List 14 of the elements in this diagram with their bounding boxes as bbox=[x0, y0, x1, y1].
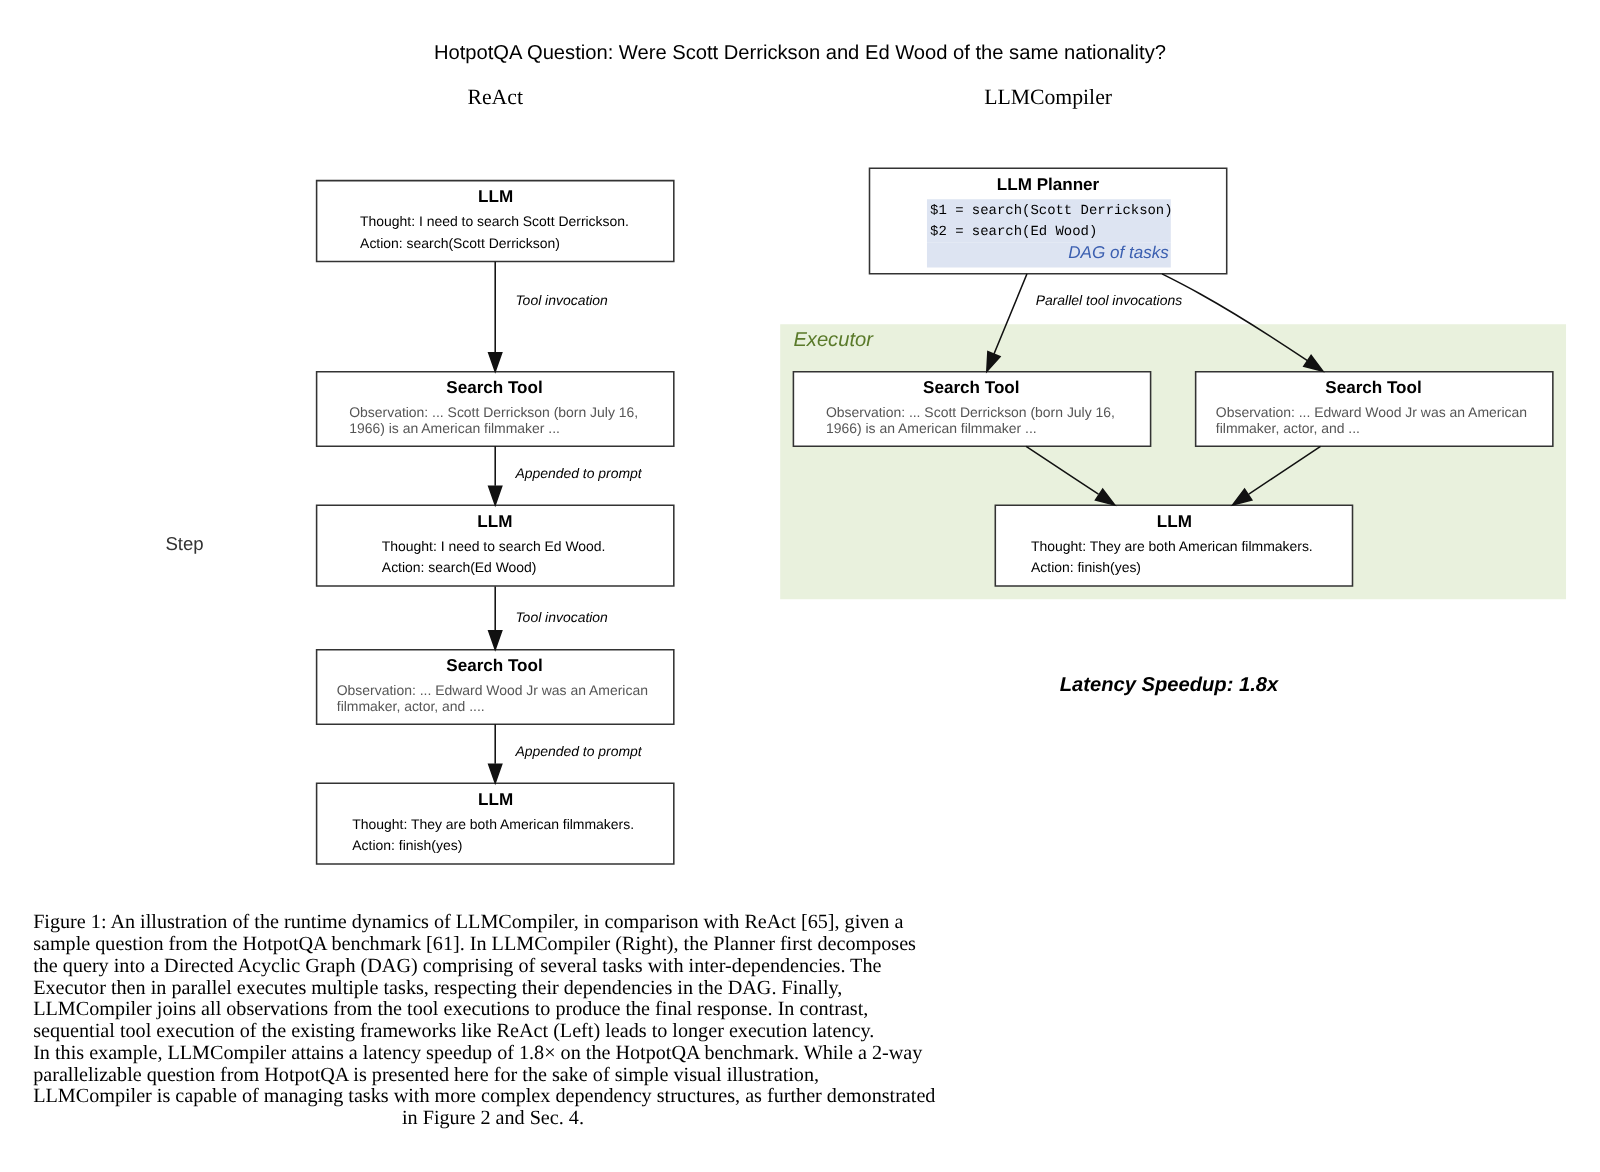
arrow bbox=[1161, 273, 1325, 373]
diagram-title: HotpotQA Question: Were Scott Derrickson and Ed Wood of the same nationality? bbox=[434, 42, 1166, 65]
arrow bbox=[1230, 445, 1322, 507]
arrow bbox=[487, 445, 503, 508]
label: LLMCompiler bbox=[984, 86, 1113, 111]
caption: Figure 1: An illustration of the runtime dynamics of LLMCompiler, in comparison with ReAct [65], given a sample question from the HotpotQA benchmark [61]. In LLMCompiler (Right), the Planner first decomposes the query into a Directed Acyclic Graph (DAG) comprising of several tasks with inter-dependencies. The Executor then in parallel executes multiple tasks, respecting their dependencies in the DAG. Finally, LLMCompiler joins all observations from the tool executions to produce the final response. In contrast, sequential tool execution of the existing frameworks like ReAct (Left) leads to longer execution latency. In this example, LLMCompiler attains a latency speedup of 1.8× on the HotpotQA benchmark. While a 2-way parallelizable question from HotpotQA is presented here for the sake of simple visual illustration, LLMCompiler is capable of managing tasks with more complex dependency structures, as further demonstrated in Figure 2 and Sec. 4. bbox=[33, 912, 936, 1130]
arrow bbox=[1025, 445, 1117, 507]
arrow bbox=[985, 273, 1028, 374]
label: Step bbox=[165, 534, 204, 555]
arrow bbox=[487, 723, 503, 786]
arrow bbox=[487, 261, 503, 374]
label: Latency Speedup: 1.8x bbox=[1059, 674, 1279, 697]
arrow bbox=[487, 585, 503, 652]
label: ReAct bbox=[467, 86, 523, 111]
